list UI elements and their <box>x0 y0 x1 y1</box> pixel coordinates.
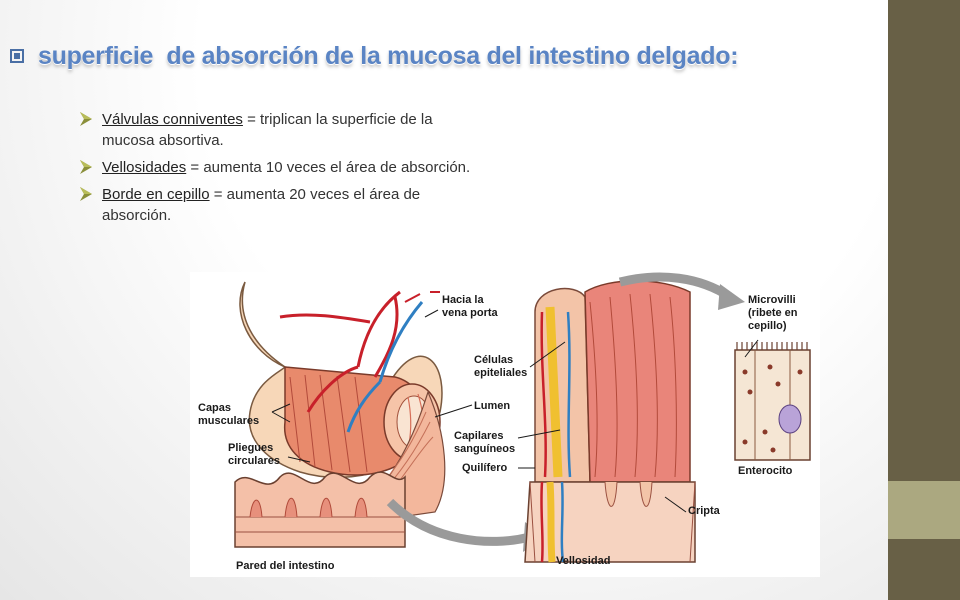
intestine-diagram: Hacia la vena porta Capas musculares Pli… <box>190 272 820 577</box>
title-row: superficie de absorción de la mucosa del… <box>10 36 739 76</box>
intestine-illustration <box>234 272 811 563</box>
bullet-term: Válvulas conniventes <box>102 111 243 128</box>
label-capillaries: Capilares sanguíneos <box>454 430 516 455</box>
intestine-tube <box>239 281 446 528</box>
bullet-list: Válvulas conniventes = triplican la supe… <box>80 109 480 232</box>
label-epithelial-cells: Células epiteliales <box>474 354 528 379</box>
bullet-item: Válvulas conniventes = triplican la supe… <box>80 109 480 151</box>
enterocyte-illustration <box>734 342 811 461</box>
label-muscle-layers: Capas musculares <box>198 402 260 427</box>
bullet-description: = aumenta 10 veces el área de absorción. <box>186 159 471 176</box>
bullet-term: Borde en cepillo <box>102 186 210 203</box>
zoom-arrow <box>386 498 532 546</box>
label-microvilli: Microvilli (ribete en cepillo) <box>748 294 798 332</box>
label-circular-folds: Pliegues circulares <box>228 442 280 467</box>
bullet-description: = triplican la superficie de la mucosa a… <box>102 111 433 149</box>
label-enterocyte: Enterocito <box>738 465 793 477</box>
label-crypt: Cripta <box>688 505 720 517</box>
label-intestine-wall: Pared del intestino <box>236 560 335 572</box>
bullet-description: = aumenta 20 veces el área de absorción. <box>102 186 421 224</box>
label-lumen: Lumen <box>474 400 511 412</box>
bullet-text: Válvulas conniventes = triplican la supe… <box>102 109 480 151</box>
label-portal-vein: Hacia la vena porta <box>442 294 498 319</box>
label-lacteal: Quilífero <box>462 462 508 474</box>
side-bar-accent <box>888 481 960 539</box>
blood-vessels <box>279 290 440 433</box>
bullet-text: Borde en cepillo = aumenta 20 veces el á… <box>102 184 480 226</box>
arrow-bullet-icon <box>80 160 92 174</box>
label-villus: Vellosidad <box>556 555 611 567</box>
checkbox-bullet-icon <box>10 49 24 63</box>
villus-section <box>524 280 696 563</box>
bullet-item: Borde en cepillo = aumenta 20 veces el á… <box>80 184 480 226</box>
bullet-term: Vellosidades <box>102 159 187 176</box>
arrow-bullet-icon <box>80 187 92 201</box>
zoom-arrow-2-head <box>718 284 745 310</box>
slide-title: superficie de absorción de la mucosa del… <box>38 41 739 70</box>
leader-lines <box>271 309 759 513</box>
bullet-item: Vellosidades = aumenta 10 veces el área … <box>80 157 480 178</box>
bullet-text: Vellosidades = aumenta 10 veces el área … <box>102 157 470 178</box>
intestine-wall-section <box>234 471 406 548</box>
arrow-bullet-icon <box>80 112 92 126</box>
